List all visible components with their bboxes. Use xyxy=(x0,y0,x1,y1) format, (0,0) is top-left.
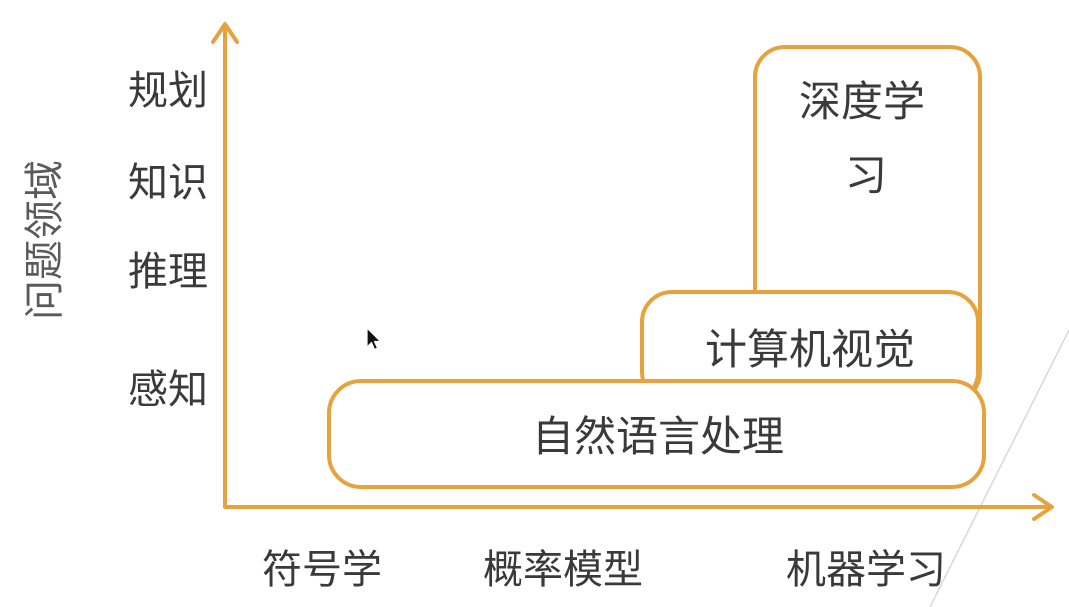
y-tick-knowledge: 知识 xyxy=(128,160,208,206)
y-tick-planning: 规划 xyxy=(128,68,208,114)
x-tick-symbolism: 符号学 xyxy=(262,547,382,593)
x-axis-arrowhead xyxy=(1032,493,1054,521)
deep-learning-label-line2: 习 xyxy=(845,151,887,200)
y-tick-reasoning: 推理 xyxy=(128,249,208,295)
y-axis-arrowhead xyxy=(211,22,239,44)
x-tick-machine-learning: 机器学习 xyxy=(786,547,946,593)
nlp-label: 自然语言处理 xyxy=(532,412,784,461)
x-tick-probabilistic-models: 概率模型 xyxy=(483,547,643,593)
computer-vision-label: 计算机视觉 xyxy=(705,325,915,374)
y-axis-title: 问题领域 xyxy=(22,160,68,320)
deep-learning-label-line1: 深度学 xyxy=(799,77,925,126)
y-tick-perception: 感知 xyxy=(128,367,208,413)
nlp-box xyxy=(327,379,986,489)
decorative-diagonal-line xyxy=(929,329,1069,607)
mouse-pointer-icon xyxy=(366,327,382,351)
